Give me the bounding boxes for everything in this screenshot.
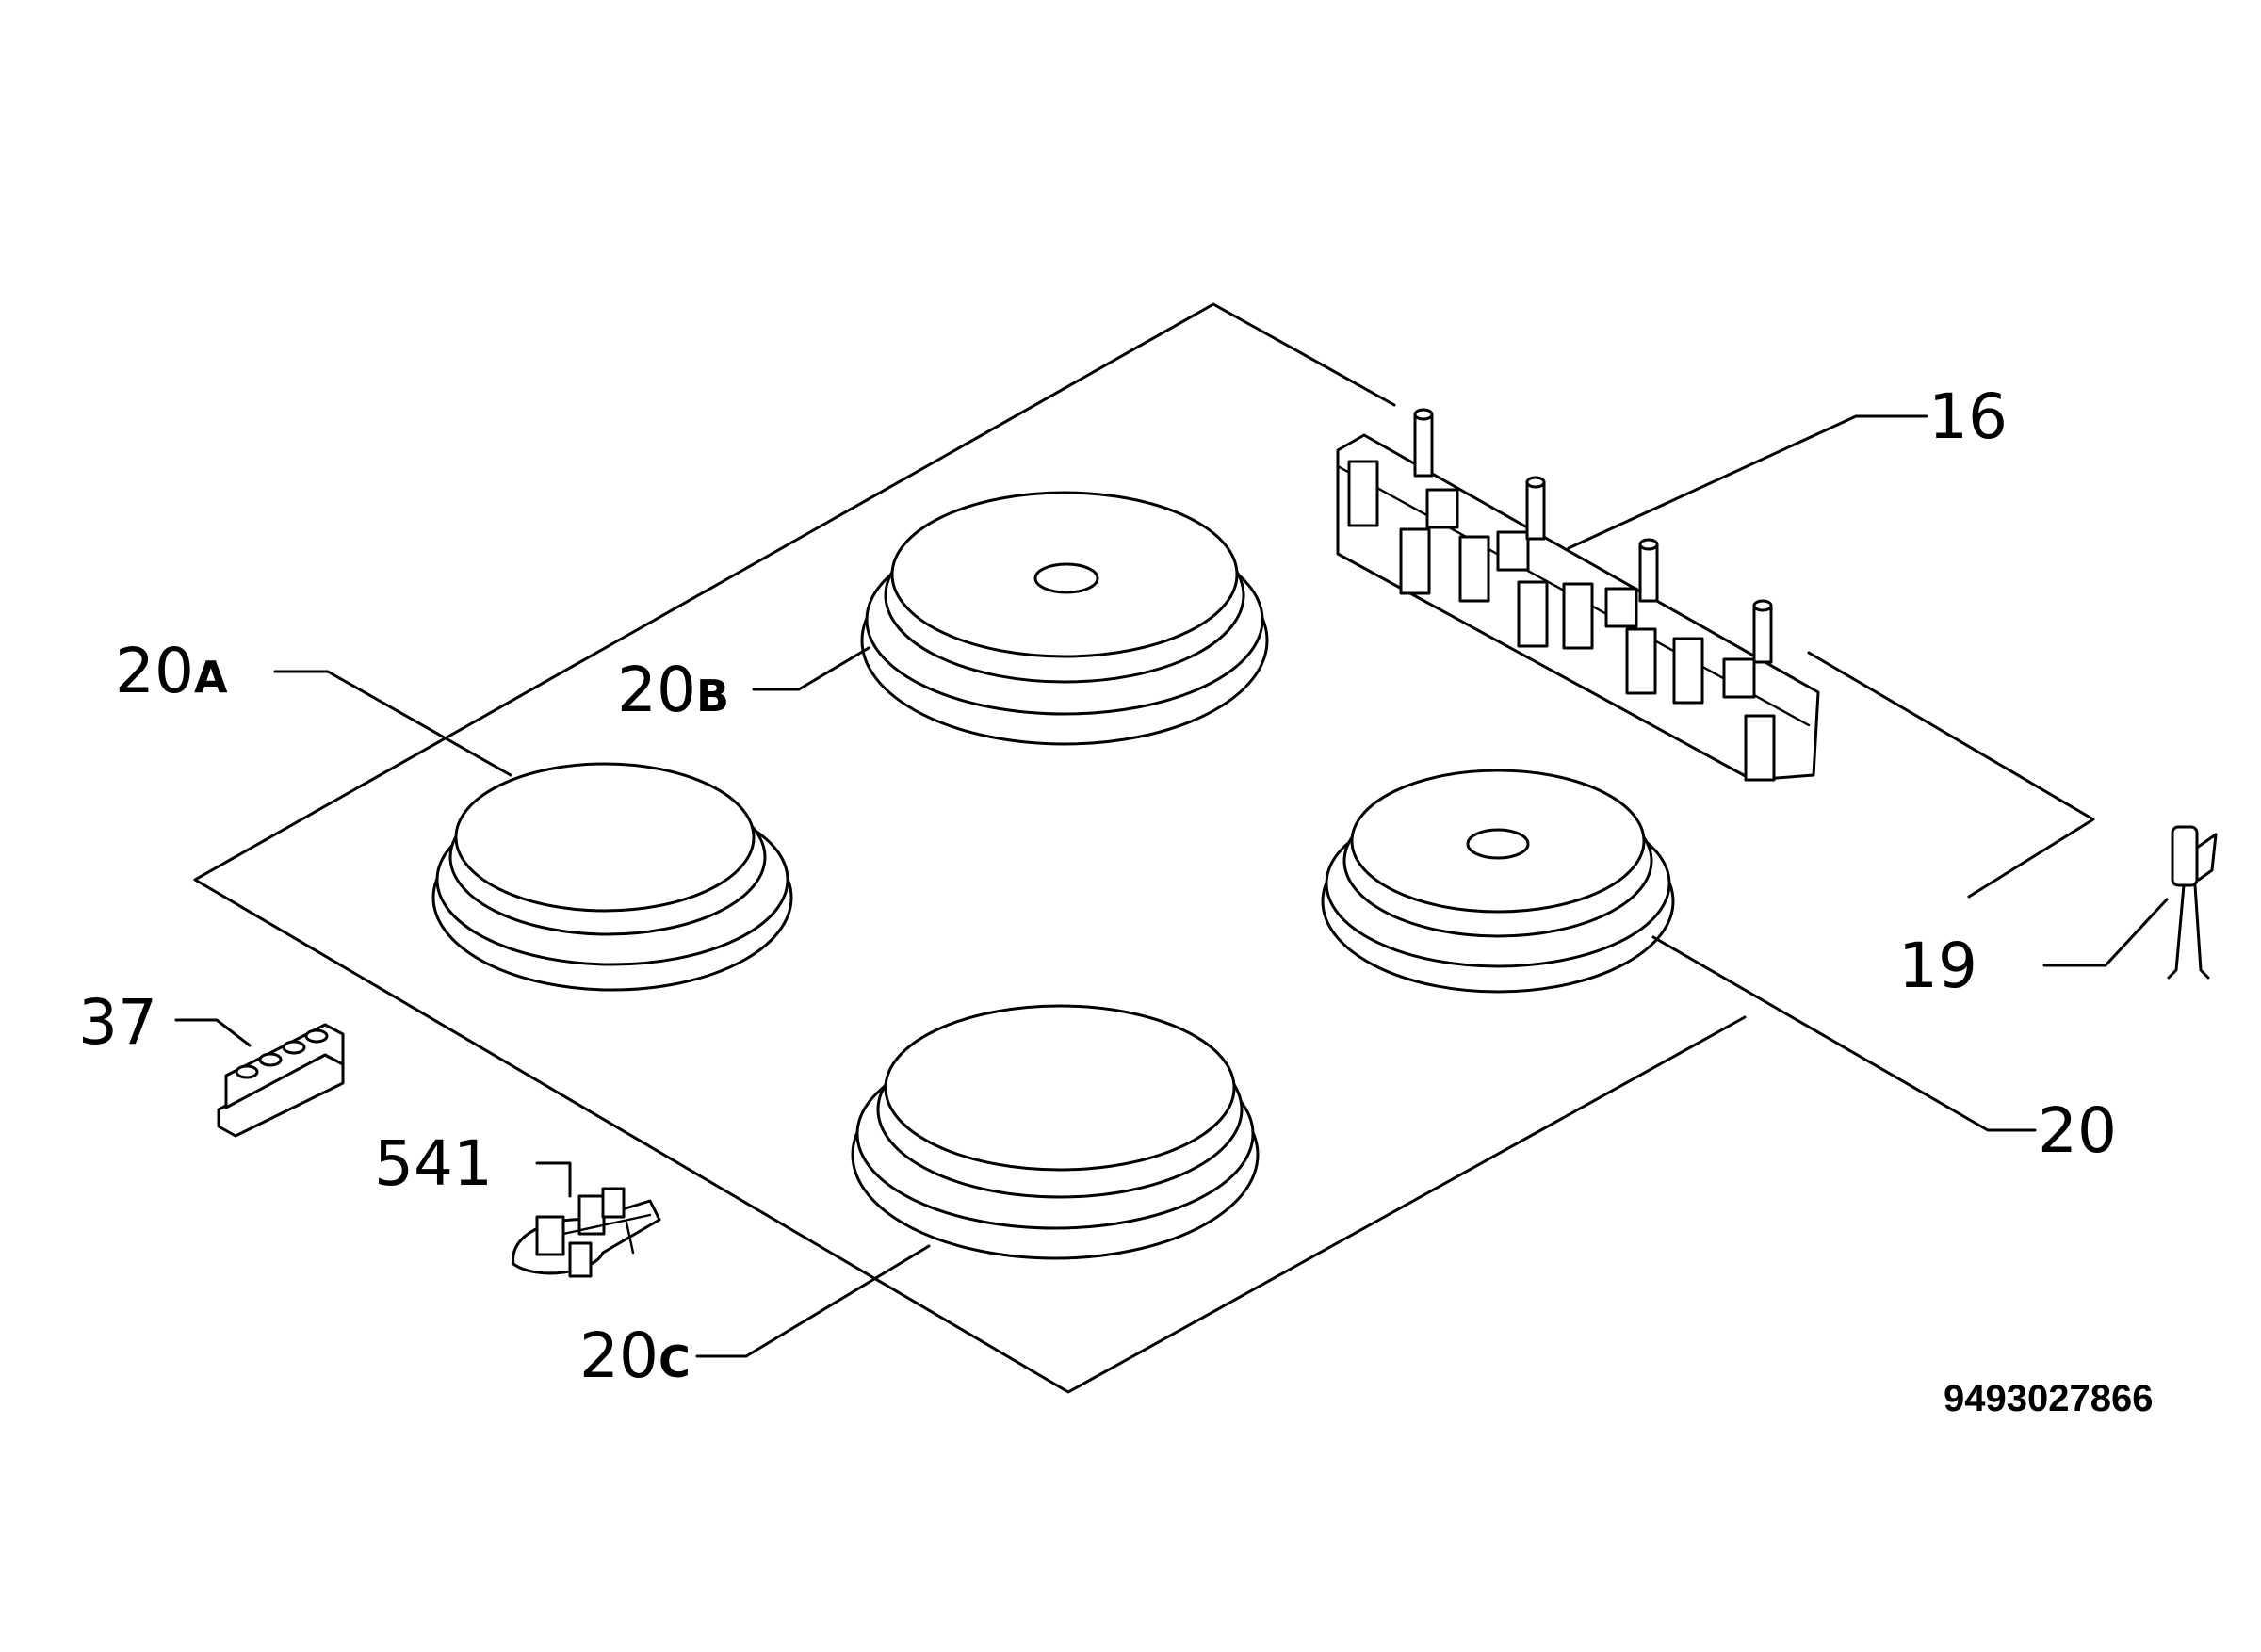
lamp-holder-541 <box>512 1187 661 1278</box>
leader-20c <box>695 1244 931 1358</box>
hotplate-20b <box>860 491 1269 746</box>
leader-lines <box>174 414 2169 1358</box>
label-20c-number: 20 <box>579 1320 659 1392</box>
leader-541 <box>535 1161 572 1198</box>
label-20c: 20C <box>579 1320 691 1392</box>
hotplate-20a <box>431 762 793 992</box>
label-16: 16 <box>1928 381 2008 453</box>
hotplate-20c <box>851 1004 1260 1260</box>
label-19: 19 <box>1898 930 1977 1002</box>
label-20a-suffix: A <box>194 652 228 703</box>
leader-37 <box>174 1018 252 1047</box>
label-20a-number: 20 <box>115 635 194 707</box>
leader-20 <box>1651 935 2037 1132</box>
callouts: 16 20A 20B 20C 20 19 37 541 <box>78 381 2117 1392</box>
control-spindles <box>1413 408 1773 664</box>
leader-20a <box>273 670 512 777</box>
label-541: 541 <box>374 1127 493 1200</box>
switch-module <box>1347 460 1776 782</box>
label-20b-suffix: B <box>696 671 729 721</box>
terminal-block-37 <box>217 1023 345 1138</box>
hob-top-plate <box>193 302 2095 1394</box>
label-20b: 20B <box>617 654 729 726</box>
label-20c-suffix: C <box>659 1336 691 1387</box>
switch-block-16 <box>1336 408 1820 782</box>
hotplate-20 <box>1321 769 1675 994</box>
leader-20b <box>752 646 870 691</box>
drawing-code: 9493027866 <box>1944 1378 2153 1419</box>
leader-16 <box>1567 414 1858 550</box>
label-20a: 20A <box>115 635 228 707</box>
label-20: 20 <box>2038 1094 2117 1167</box>
leader-19 <box>2042 898 2169 967</box>
clip-19 <box>2167 825 2218 980</box>
label-37: 37 <box>78 986 157 1059</box>
label-20b-number: 20 <box>617 654 696 726</box>
